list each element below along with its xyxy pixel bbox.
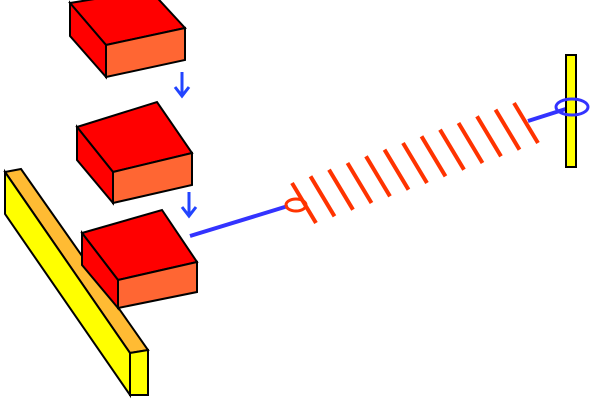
fixed-wall-end-face: [129, 348, 149, 396]
spring-coil: [382, 148, 411, 191]
block-bottom: [80, 208, 199, 311]
spring-coil: [456, 121, 485, 165]
spring-coil: [327, 168, 355, 211]
down-arrow-icon: [173, 72, 191, 99]
right-rod: [527, 105, 573, 123]
block-bottom-front-face: [117, 260, 198, 310]
spring-coil: [493, 108, 522, 151]
spring-coil: [364, 155, 392, 198]
spring-coils: [290, 101, 540, 225]
spring-coil: [438, 128, 466, 171]
down-arrow-icon: [180, 192, 198, 219]
spring-coil: [419, 135, 448, 178]
spring-coil: [512, 101, 540, 145]
block-middle-front-face: [112, 151, 193, 205]
spring-right-ring: [554, 97, 590, 117]
spring-coil: [290, 181, 318, 225]
block-middle: [75, 100, 194, 206]
fixed-wall: [3, 167, 150, 399]
spring-coil: [345, 161, 374, 205]
spring-coil: [308, 175, 337, 218]
block-top-front-face: [105, 26, 186, 79]
right-support-post: [565, 54, 577, 168]
spring-coil: [401, 141, 429, 185]
block-top: [68, 0, 187, 80]
spring-coil: [475, 115, 503, 158]
left-rod: [189, 204, 289, 238]
